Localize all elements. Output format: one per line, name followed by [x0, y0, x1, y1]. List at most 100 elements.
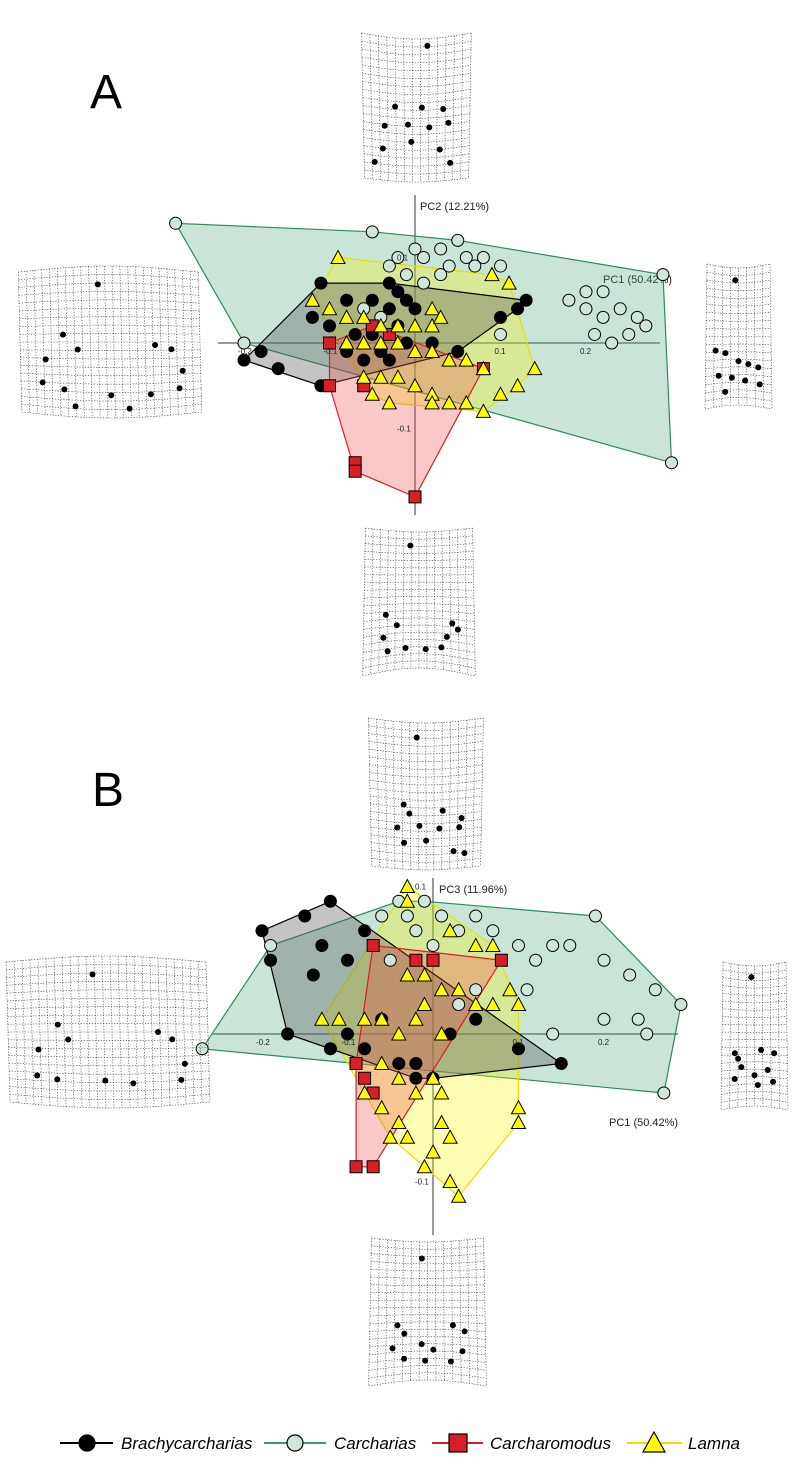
landmark-dot: [89, 971, 96, 978]
grid-line: [364, 177, 469, 183]
landmark-dot: [418, 104, 425, 111]
grid-line: [403, 38, 405, 182]
point-lamna: [475, 403, 492, 418]
grid-line: [368, 1372, 487, 1379]
grid-line: [125, 956, 131, 1108]
grid-line: [111, 265, 116, 419]
landmark-dot: [712, 347, 719, 354]
grid-line: [468, 32, 472, 179]
grid-line: [722, 961, 787, 967]
grid-line: [480, 717, 484, 867]
point-brachycarcharias: [348, 327, 362, 341]
point-brachycarcharias: [306, 968, 320, 982]
point-brachycarcharias: [409, 1057, 423, 1070]
landmark-dot: [147, 391, 154, 398]
legend-item-brachycarcharias: Brachycarcharias: [60, 1434, 253, 1453]
landmark-dot: [169, 1036, 176, 1043]
grid-line: [364, 169, 469, 175]
point-carcharias: [563, 939, 577, 952]
point-lamna: [510, 1114, 527, 1129]
legend-item-lamna: Lamna: [627, 1430, 740, 1453]
landmark-dot: [748, 974, 755, 981]
grid-line: [37, 959, 43, 1105]
landmark-dot: [34, 1072, 41, 1079]
point-brachycarcharias: [554, 1057, 568, 1070]
point-lamna: [450, 1188, 467, 1203]
grid-line: [441, 722, 443, 870]
point-carcharias: [622, 327, 636, 341]
grid-line: [8, 1055, 209, 1058]
landmark-dot: [751, 1072, 758, 1079]
grid-line: [371, 1237, 484, 1243]
grid-line: [704, 263, 708, 410]
point-brachycarcharias: [365, 293, 379, 307]
landmark-dot: [401, 1355, 408, 1362]
point-lamna: [484, 266, 500, 282]
grid-line: [449, 530, 452, 672]
point-carcharias: [375, 909, 389, 923]
grid-line: [706, 287, 771, 292]
grid-line: [363, 646, 475, 653]
grid-line: [400, 721, 404, 870]
y-tick-label: 0.1: [397, 254, 409, 263]
grid-line: [361, 40, 472, 48]
point-lamna: [485, 996, 501, 1011]
point-carcharias: [237, 336, 251, 350]
point-lamna: [416, 1158, 433, 1174]
landmark-dot: [438, 644, 445, 651]
landmark-dot: [178, 1076, 185, 1083]
point-lamna: [390, 317, 406, 333]
panel-a-points: [169, 216, 678, 504]
landmark-dot: [426, 124, 433, 131]
grid-line: [704, 404, 773, 410]
grid-line: [409, 722, 411, 870]
point-lamna: [381, 394, 398, 410]
grid-line: [457, 721, 459, 869]
point-carcharomodus: [426, 953, 440, 967]
landmark-dot: [443, 633, 450, 640]
landmark-dot: [422, 1357, 429, 1364]
grid-line: [361, 32, 365, 179]
grid-line: [19, 324, 200, 327]
point-brachycarcharias: [358, 1042, 372, 1056]
point-brachycarcharias: [408, 302, 422, 316]
panel-a-hulls: [174, 222, 673, 498]
grid-line: [369, 1314, 486, 1317]
point-carcharias: [365, 225, 379, 239]
point-brachycarcharias: [341, 1027, 354, 1041]
grid-line: [464, 528, 468, 675]
grid-line: [368, 733, 484, 739]
landmark-dot: [424, 42, 431, 49]
deformation-grid: [720, 961, 789, 1111]
point-lamna: [442, 1129, 458, 1144]
point-carcharias: [442, 259, 456, 273]
grid-line: [20, 365, 201, 368]
landmark-dot: [72, 403, 79, 410]
y-tick-label: 0.1: [415, 883, 427, 892]
point-carcharias: [597, 1012, 611, 1026]
landmark-dot: [394, 1322, 401, 1329]
point-lamna: [424, 317, 440, 333]
landmark-dot: [418, 1341, 425, 1348]
panel-a-ylabel: PC2 (12.21%): [420, 201, 489, 213]
grid-line: [370, 1261, 485, 1265]
landmark-dot: [758, 1047, 765, 1054]
x-tick-label: 0.1: [495, 347, 507, 356]
point-carcharomodus: [323, 379, 336, 393]
grid-line: [166, 268, 171, 416]
point-lamna: [408, 1011, 424, 1026]
landmark-dot: [461, 1328, 468, 1335]
grid-line: [770, 964, 772, 1108]
grid-line: [173, 959, 179, 1105]
landmark-dot: [416, 822, 423, 829]
point-carcharomodus: [409, 953, 423, 967]
deformation-grid: [368, 717, 484, 871]
point-lamna: [372, 369, 389, 384]
grid-line: [101, 955, 107, 1109]
landmark-dot: [371, 158, 378, 165]
grid-line: [149, 957, 155, 1107]
grid-line: [363, 145, 470, 151]
landmark-dot: [393, 622, 400, 629]
point-brachycarcharias: [237, 353, 251, 367]
legend-marker-circle: [286, 1434, 304, 1452]
